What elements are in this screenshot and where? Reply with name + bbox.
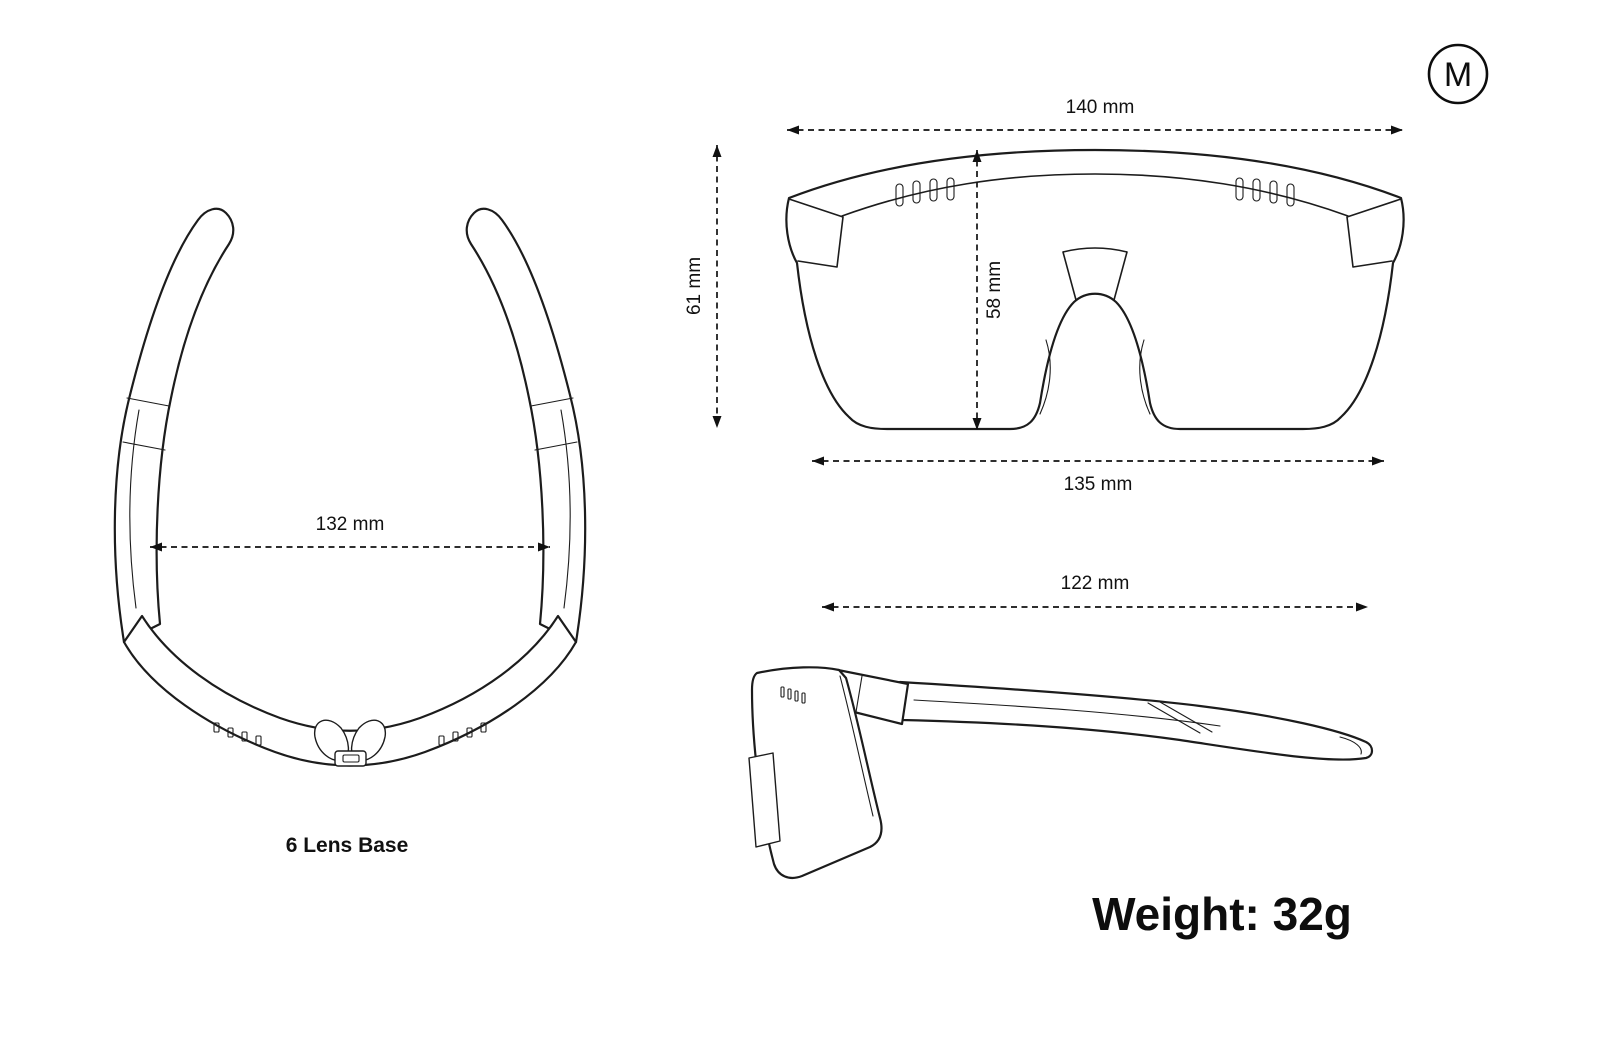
- dimension-58: 58 mm: [972, 150, 1005, 430]
- front-view-left-endpiece: [788, 198, 844, 268]
- side-view-nose-arm: [748, 752, 781, 848]
- top-view-frame: [122, 614, 578, 767]
- dimension-122: 122 mm: [822, 573, 1368, 612]
- dim-label-122: 122 mm: [1061, 573, 1130, 594]
- dim-label-132: 132 mm: [316, 514, 385, 535]
- nosepad-bridge-inner: [342, 754, 360, 763]
- front-view-right-vents: [1235, 177, 1295, 207]
- side-view-temple-ridge: [913, 699, 1221, 727]
- dimension-135: 135 mm: [812, 456, 1384, 495]
- vent-slot: [1269, 180, 1278, 204]
- vent-slot: [912, 180, 921, 204]
- side-view: 122 mm: [748, 573, 1374, 880]
- vent-hole: [255, 735, 262, 746]
- front-view-bridge: [1062, 247, 1128, 301]
- weight-label: Weight: 32g: [1092, 888, 1352, 940]
- vent-slot: [1252, 178, 1261, 202]
- dim-label-61: 61 mm: [684, 257, 705, 315]
- dim-label-58: 58 mm: [984, 261, 1005, 319]
- side-view-temple-joint: [1147, 701, 1362, 755]
- size-badge: M: [1427, 43, 1489, 105]
- dimension-61: 61 mm: [684, 145, 722, 428]
- vent-slot: [780, 686, 785, 698]
- top-view-left-temple-joint: [122, 397, 170, 609]
- top-view-right-temple: [465, 207, 587, 644]
- top-view-right-vents: [438, 722, 487, 746]
- top-view-nosepads: [314, 719, 386, 767]
- vent-slot: [895, 183, 904, 207]
- front-view-nosepad-right: [1139, 339, 1151, 415]
- side-view-lens: [750, 666, 883, 880]
- vent-hole: [227, 727, 234, 738]
- front-view-nosepad-left: [1039, 339, 1051, 415]
- vent-hole: [241, 731, 248, 742]
- vent-slot: [929, 178, 938, 202]
- nosepad-bridge-block: [334, 750, 367, 767]
- top-view-left-temple: [113, 207, 235, 644]
- vent-hole: [213, 722, 220, 733]
- side-view-vents: [780, 686, 806, 704]
- vent-slot: [801, 692, 806, 704]
- front-view: 140 mm 61 mm 58 mm 135 mm: [684, 97, 1405, 495]
- dim-label-140: 140 mm: [1066, 97, 1135, 118]
- front-view-outline: [785, 148, 1405, 431]
- vent-hole: [438, 735, 445, 746]
- vent-slot: [794, 690, 799, 702]
- top-view-title: 6 Lens Base: [286, 834, 409, 857]
- side-view-temple: [898, 680, 1374, 761]
- front-view-right-endpiece: [1346, 198, 1402, 268]
- vent-slot: [1286, 183, 1295, 207]
- dimension-132: 132 mm: [150, 514, 550, 552]
- vent-slot: [1235, 177, 1244, 201]
- vent-hole: [466, 727, 473, 738]
- dimension-140: 140 mm: [787, 97, 1403, 135]
- top-view-left-vents: [213, 722, 262, 746]
- dim-label-135: 135 mm: [1064, 474, 1133, 495]
- vent-slot: [946, 177, 955, 201]
- front-view-left-vents: [895, 177, 955, 207]
- top-view: 132 mm 6 Lens Base: [113, 207, 587, 857]
- side-view-endpiece-line: [855, 675, 863, 713]
- vent-hole: [480, 722, 487, 733]
- top-view-right-temple-joint: [530, 397, 578, 609]
- vent-hole: [452, 731, 459, 742]
- vent-slot: [787, 688, 792, 700]
- size-badge-letter: M: [1444, 56, 1472, 94]
- size-badge-circle: [1427, 43, 1489, 105]
- side-view-lens-inner-edge: [839, 675, 874, 817]
